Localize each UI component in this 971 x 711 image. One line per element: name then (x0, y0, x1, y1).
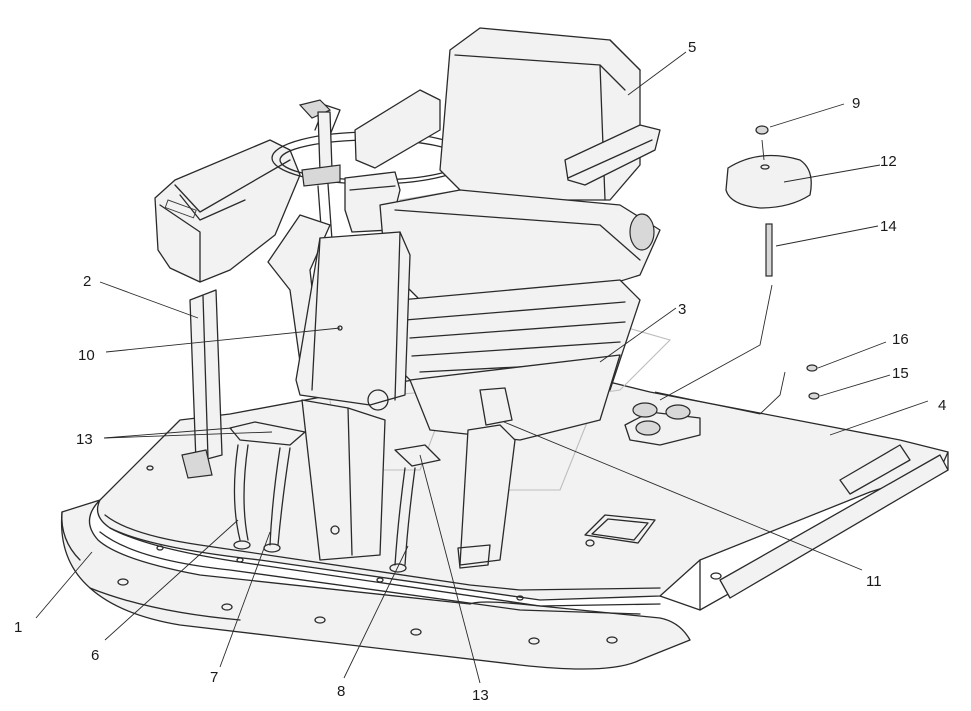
mount-holes (117, 465, 722, 645)
operator-seat (267, 27, 661, 441)
callout-12: 12 (880, 153, 897, 170)
callout-16: 16 (892, 331, 909, 348)
callout-1: 1 (14, 619, 22, 636)
callout-11: 11 (866, 573, 882, 590)
part-15-nut (808, 392, 820, 400)
console-column (154, 139, 301, 479)
callout-13a: 13 (76, 431, 93, 448)
right-control-column (457, 387, 516, 569)
exploded-parts (654, 125, 820, 415)
callout-4: 4 (938, 397, 946, 414)
part-9-nut (755, 125, 769, 135)
control-knobs (624, 402, 701, 446)
callout-labels: 1 2 3 4 5 6 7 8 9 10 11 12 13 13 14 15 1… (14, 39, 946, 704)
callout-3: 3 (678, 301, 686, 318)
callout-15: 15 (892, 365, 909, 382)
part-12-cover (725, 154, 812, 209)
callout-13b: 13 (472, 687, 489, 704)
callout-9: 9 (852, 95, 860, 112)
callout-6: 6 (91, 647, 99, 664)
left-control-column (295, 231, 411, 561)
callout-2: 2 (83, 273, 91, 290)
callout-14: 14 (880, 218, 897, 235)
callout-5: 5 (688, 39, 696, 56)
part-14-rod (765, 223, 773, 277)
callout-8: 8 (337, 683, 345, 700)
pedals-cables (229, 421, 441, 573)
leader-lines (35, 51, 929, 684)
callout-10: 10 (78, 347, 95, 364)
part-16-washer (806, 364, 818, 372)
callout-7: 7 (210, 669, 218, 686)
